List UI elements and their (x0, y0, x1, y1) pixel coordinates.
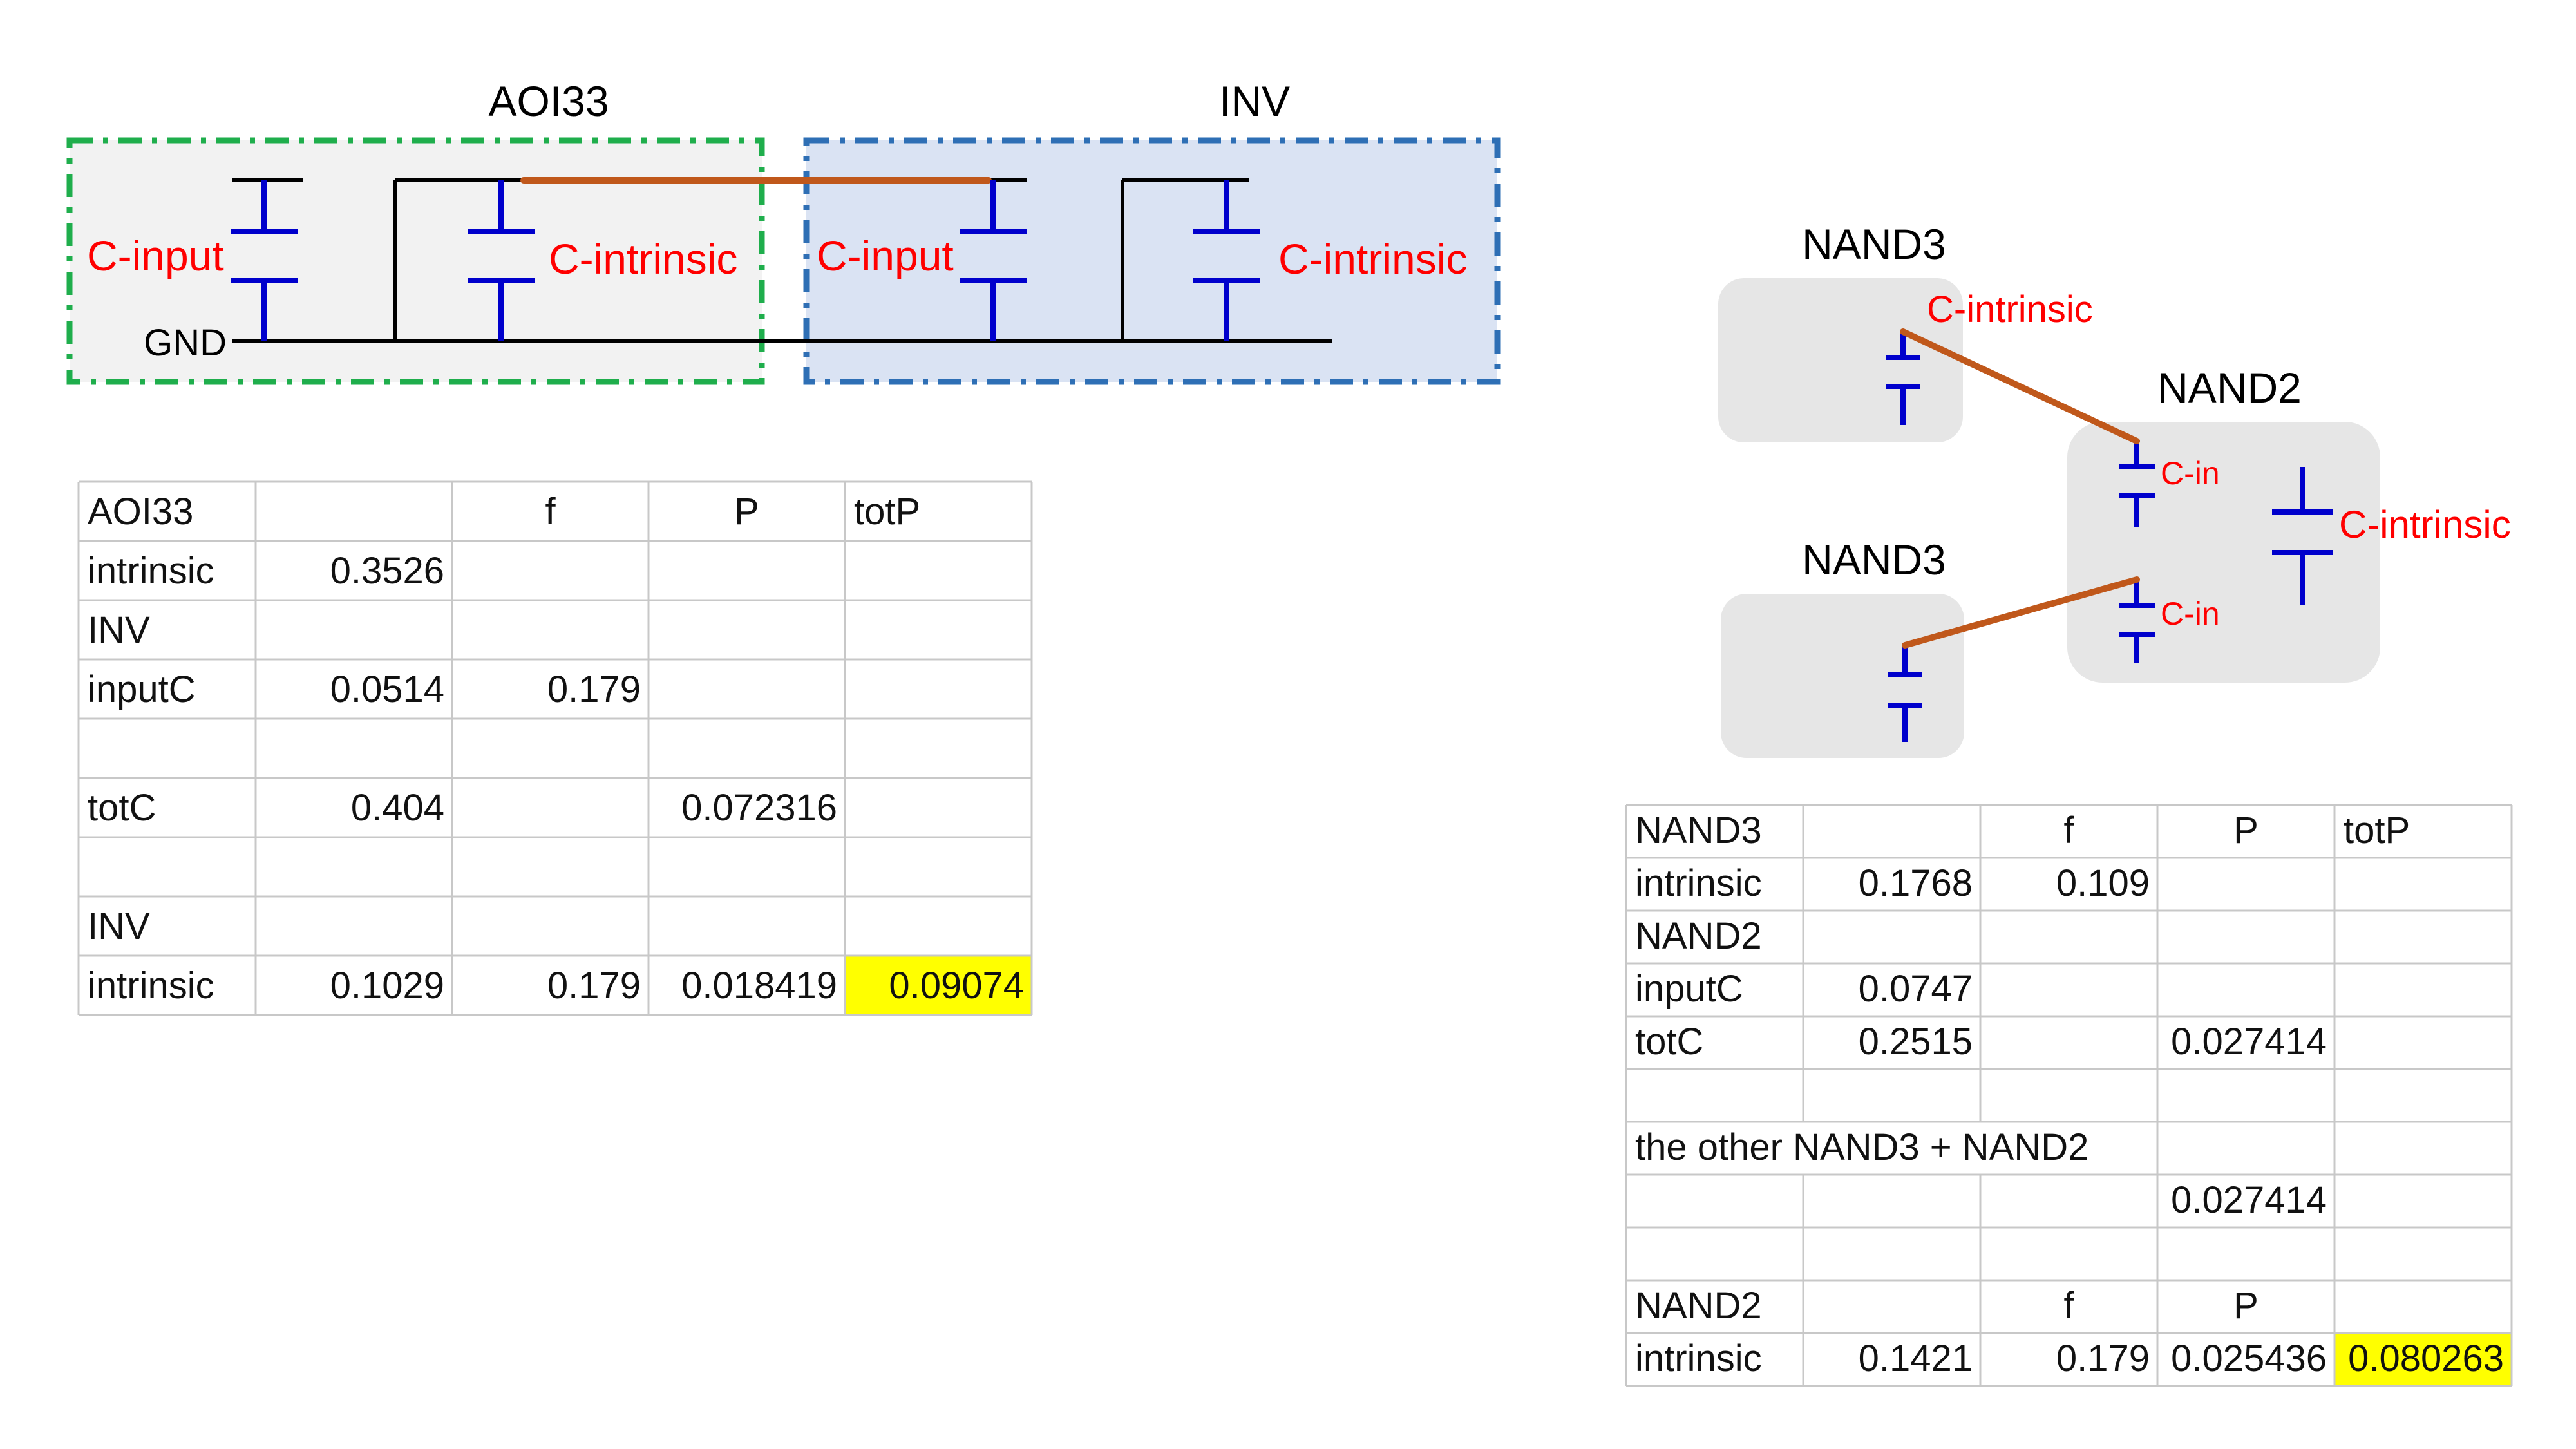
nand3-bottom-title: NAND3 (1802, 536, 1946, 583)
cap-nand2-in-1 (2119, 441, 2155, 527)
nand3-top-title: NAND3 (1802, 220, 1946, 268)
table-cell: 0.072316 (681, 787, 837, 829)
table-cell: 0.1029 (330, 965, 444, 1007)
c-in-label-2: C-in (2161, 596, 2220, 632)
table-cell: NAND2 (1635, 1285, 1762, 1327)
c-intrinsic-label-aoi: C-intrinsic (549, 235, 737, 283)
cap-inv-intrinsic (1193, 180, 1260, 341)
table-cell: the other NAND3 + NAND2 (1635, 1126, 2088, 1168)
table-cell: intrinsic (88, 550, 214, 592)
table-cell: totC (88, 787, 156, 829)
table-cell: 0.404 (351, 787, 444, 829)
table-cell: inputC (1635, 968, 1743, 1010)
table-cell: 0.027414 (2171, 1179, 2327, 1221)
table-cell: P (2233, 810, 2259, 851)
table-cell: 0.0747 (1859, 968, 1973, 1010)
cap-inv-input (960, 180, 1027, 341)
table-cell: 0.027414 (2171, 1021, 2327, 1063)
table-cell: P (2233, 1285, 2259, 1327)
nand3-bottom-block (1721, 594, 1964, 758)
table-cell: AOI33 (88, 491, 193, 533)
table-cell: NAND2 (1635, 915, 1762, 957)
cap-aoi-input (231, 180, 298, 341)
c-input-label-aoi: C-input (87, 232, 224, 279)
wire-nand3-top-to-nand2 (1900, 328, 2140, 444)
table-cell: 0.09074 (889, 965, 1024, 1007)
table-cell: f (2063, 810, 2074, 851)
table-cell: 0.109 (2056, 862, 2150, 904)
aoi33-title: AOI33 (488, 77, 609, 125)
c-intrinsic-nand2: C-intrinsic (2339, 503, 2511, 546)
c-intrinsic-label-inv: C-intrinsic (1278, 235, 1467, 283)
table-cell: intrinsic (1635, 1338, 1762, 1379)
wire-nand3-bottom-to-nand2 (1902, 576, 2140, 649)
table-cell: INV (88, 905, 150, 947)
table-cell: intrinsic (1635, 862, 1762, 904)
table-cell: f (545, 491, 556, 533)
table-cell: 0.3526 (330, 550, 444, 592)
table-cell: 0.2515 (1859, 1021, 1973, 1063)
nand3-top-block (1718, 278, 1963, 442)
gnd-label: GND (144, 322, 227, 364)
inv-title: INV (1219, 77, 1290, 125)
c-intrinsic-nand3-top: C-intrinsic (1927, 289, 2093, 330)
nand2-block (2067, 422, 2380, 683)
table-cell: NAND3 (1635, 810, 1762, 851)
table-cell: totC (1635, 1021, 1703, 1063)
table-cell: 0.018419 (681, 965, 837, 1007)
table-cell: intrinsic (88, 965, 214, 1007)
nand2-title: NAND2 (2157, 364, 2302, 412)
highlight-cell (2334, 1333, 2512, 1386)
table-cell: 0.080263 (2348, 1338, 2504, 1379)
c-input-label-inv: C-input (817, 232, 954, 279)
table-cell: 0.179 (547, 668, 641, 710)
table-cell: inputC (88, 668, 196, 710)
table-cell: totP (854, 491, 920, 533)
table-cell: 0.0514 (330, 668, 444, 710)
cap-nand3-bottom (1888, 645, 1922, 742)
table-cell: totP (2344, 810, 2410, 851)
cap-nand2-in-2 (2119, 580, 2155, 663)
cap-aoi-intrinsic (468, 180, 535, 341)
table-cell: 0.1421 (1859, 1338, 1973, 1379)
table-cell: 0.179 (2056, 1338, 2150, 1379)
cap-nand3-top (1886, 332, 1920, 425)
cap-nand2-intrinsic (2272, 467, 2333, 605)
table-cell: 0.179 (547, 965, 641, 1007)
highlight-cell (845, 956, 1032, 1015)
table-cell: f (2063, 1285, 2074, 1327)
table-cell: 0.1768 (1859, 862, 1973, 904)
table-cell: INV (88, 609, 150, 651)
table-cell: 0.025436 (2171, 1338, 2327, 1379)
c-in-label-1: C-in (2161, 455, 2220, 491)
table-cell: P (734, 491, 759, 533)
